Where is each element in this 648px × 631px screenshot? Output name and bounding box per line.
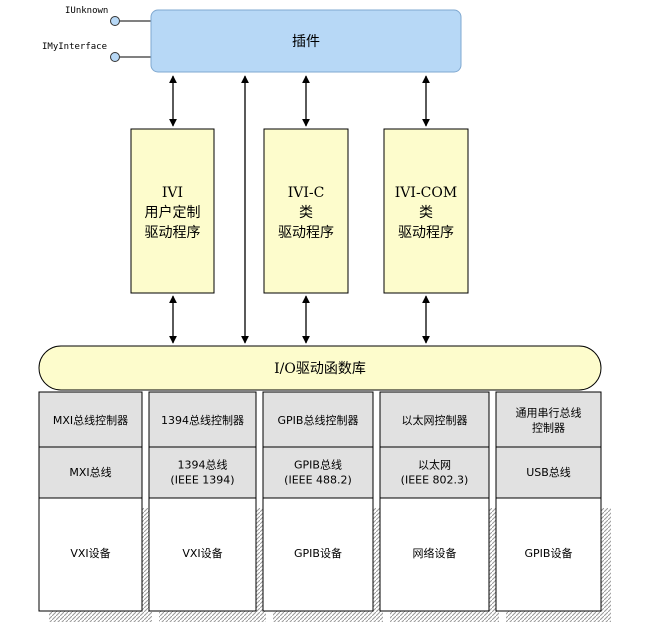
iunknown-label: IUnknown bbox=[65, 6, 108, 16]
bus-label: (IEEE 488.2) bbox=[284, 473, 352, 486]
bus-column-2: 1394总线控制器 1394总线 (IEEE 1394) VXI设备 bbox=[148, 391, 266, 622]
io-library-label: I/O驱动函数库 bbox=[274, 361, 366, 377]
driver-label-line: IVI-C bbox=[288, 185, 325, 201]
imyinterface-label: IMyInterface bbox=[42, 42, 107, 52]
device-label: GPIB设备 bbox=[294, 546, 342, 560]
bus-columns: MXI总线控制器 MXI总线 VXI设备 1394总线控制器 1394总线 (IEEE 1… bbox=[38, 391, 611, 622]
plugin-box: 插件 bbox=[150, 9, 462, 73]
controller-cell bbox=[38, 391, 143, 448]
driver-label-line: 类 bbox=[299, 205, 313, 221]
device-label: VXI设备 bbox=[70, 546, 110, 560]
bus-label: 以太网 bbox=[418, 458, 451, 471]
bus-label: MXI总线 bbox=[69, 465, 111, 479]
device-cell bbox=[262, 497, 374, 612]
driver-label-line: 驱动程序 bbox=[398, 225, 454, 241]
driver-label-line: 类 bbox=[419, 205, 433, 221]
controller-label: GPIB总线控制器 bbox=[278, 413, 359, 427]
controller-label: 以太网控制器 bbox=[402, 413, 468, 427]
device-label: GPIB设备 bbox=[525, 546, 573, 560]
bus-label: USB总线 bbox=[526, 465, 571, 479]
device-cell bbox=[148, 497, 257, 612]
io-library-bar: I/O驱动函数库 bbox=[38, 345, 602, 391]
bus-cell bbox=[148, 446, 257, 499]
controller-label: 1394总线控制器 bbox=[161, 413, 244, 427]
bus-cell bbox=[38, 446, 143, 499]
bus-label: (IEEE 802.3) bbox=[401, 473, 469, 486]
driver-label-line: 驱动程序 bbox=[145, 225, 201, 241]
controller-cell bbox=[148, 391, 257, 448]
controller-cell bbox=[262, 391, 374, 448]
controller-cell bbox=[495, 391, 602, 448]
plugin-label: 插件 bbox=[292, 34, 320, 50]
device-cell bbox=[379, 497, 490, 612]
controller-label: 通用串行总线 bbox=[516, 405, 582, 419]
device-cell bbox=[495, 497, 602, 612]
bus-label: GPIB总线 bbox=[294, 457, 342, 471]
bus-column-3: GPIB总线控制器 GPIB总线 (IEEE 488.2) GPIB设备 bbox=[262, 391, 383, 622]
bus-cell bbox=[262, 446, 374, 499]
driver-label-line: 用户定制 bbox=[145, 204, 201, 221]
device-cell bbox=[38, 497, 143, 612]
bus-label: 1394总线 bbox=[178, 457, 228, 471]
device-label: 网络设备 bbox=[413, 546, 457, 560]
interface-imyinterface: IMyInterface bbox=[42, 42, 151, 62]
connectors bbox=[169, 75, 430, 344]
driver-label-line: 驱动程序 bbox=[278, 225, 334, 241]
controller-label: MXI总线控制器 bbox=[53, 413, 128, 427]
controller-label: 控制器 bbox=[532, 420, 565, 434]
interface-iunknown: IUnknown bbox=[65, 6, 151, 26]
driver-label-line: IVI bbox=[162, 185, 183, 201]
bus-column-1: MXI总线控制器 MXI总线 VXI设备 bbox=[38, 391, 152, 622]
driver-label-line: IVI-COM bbox=[395, 185, 457, 201]
device-label: VXI设备 bbox=[182, 546, 222, 560]
bus-label: (IEEE 1394) bbox=[170, 473, 234, 486]
controller-cell bbox=[379, 391, 490, 448]
bus-cell bbox=[495, 446, 602, 499]
